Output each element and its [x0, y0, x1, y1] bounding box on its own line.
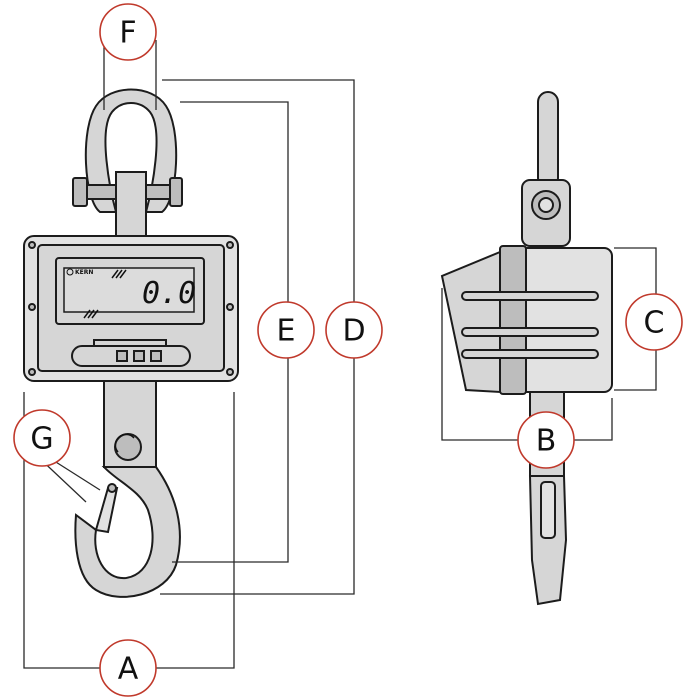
callout-b: B	[517, 411, 575, 469]
swivel-arrow	[114, 433, 135, 453]
housing-screw	[226, 303, 234, 311]
housing-screw	[28, 303, 36, 311]
callout-a: A	[99, 639, 157, 697]
svg-text:C: C	[644, 306, 665, 341]
svg-text:D: D	[342, 314, 365, 349]
key-button	[133, 350, 145, 362]
side-hook-latch	[540, 481, 556, 539]
callout-g: G	[13, 409, 71, 467]
svg-text:E: E	[277, 314, 296, 349]
svg-text:B: B	[536, 424, 557, 459]
callout-c: C	[625, 293, 683, 351]
side-nut-inner	[538, 197, 554, 213]
brand-logo-icon	[66, 268, 74, 276]
lcd-hatch	[83, 269, 127, 319]
side-view	[440, 91, 613, 606]
keypad-panel	[71, 345, 191, 367]
housing-screw	[226, 368, 234, 376]
hook-latch	[94, 487, 119, 534]
side-strap	[499, 245, 527, 395]
shackle-nut-left	[72, 177, 88, 207]
lcd-reading: 0.0	[142, 276, 196, 311]
svg-text:G: G	[30, 422, 53, 457]
shackle-stem	[115, 171, 147, 239]
latch-pin	[107, 483, 117, 493]
callout-e: E	[257, 301, 315, 359]
callout-d: D	[325, 301, 383, 359]
shackle-nut-right	[169, 177, 183, 207]
housing-screw	[28, 368, 36, 376]
side-hook-body	[528, 475, 568, 606]
side-ribs	[461, 291, 599, 359]
front-view: KERN 0.0	[23, 88, 239, 598]
hook-body	[74, 466, 181, 598]
svg-text:A: A	[118, 652, 139, 687]
housing-screw	[226, 241, 234, 249]
callout-f: F	[99, 3, 157, 61]
key-button	[150, 350, 162, 362]
shackle-bow	[84, 88, 178, 213]
housing-screw	[28, 241, 36, 249]
side-shackle-bar	[537, 91, 559, 189]
svg-text:F: F	[119, 16, 136, 51]
key-button	[116, 350, 128, 362]
side-housing-bevel	[440, 250, 501, 394]
brand-label: KERN	[75, 269, 93, 276]
lcd-panel	[63, 267, 195, 313]
